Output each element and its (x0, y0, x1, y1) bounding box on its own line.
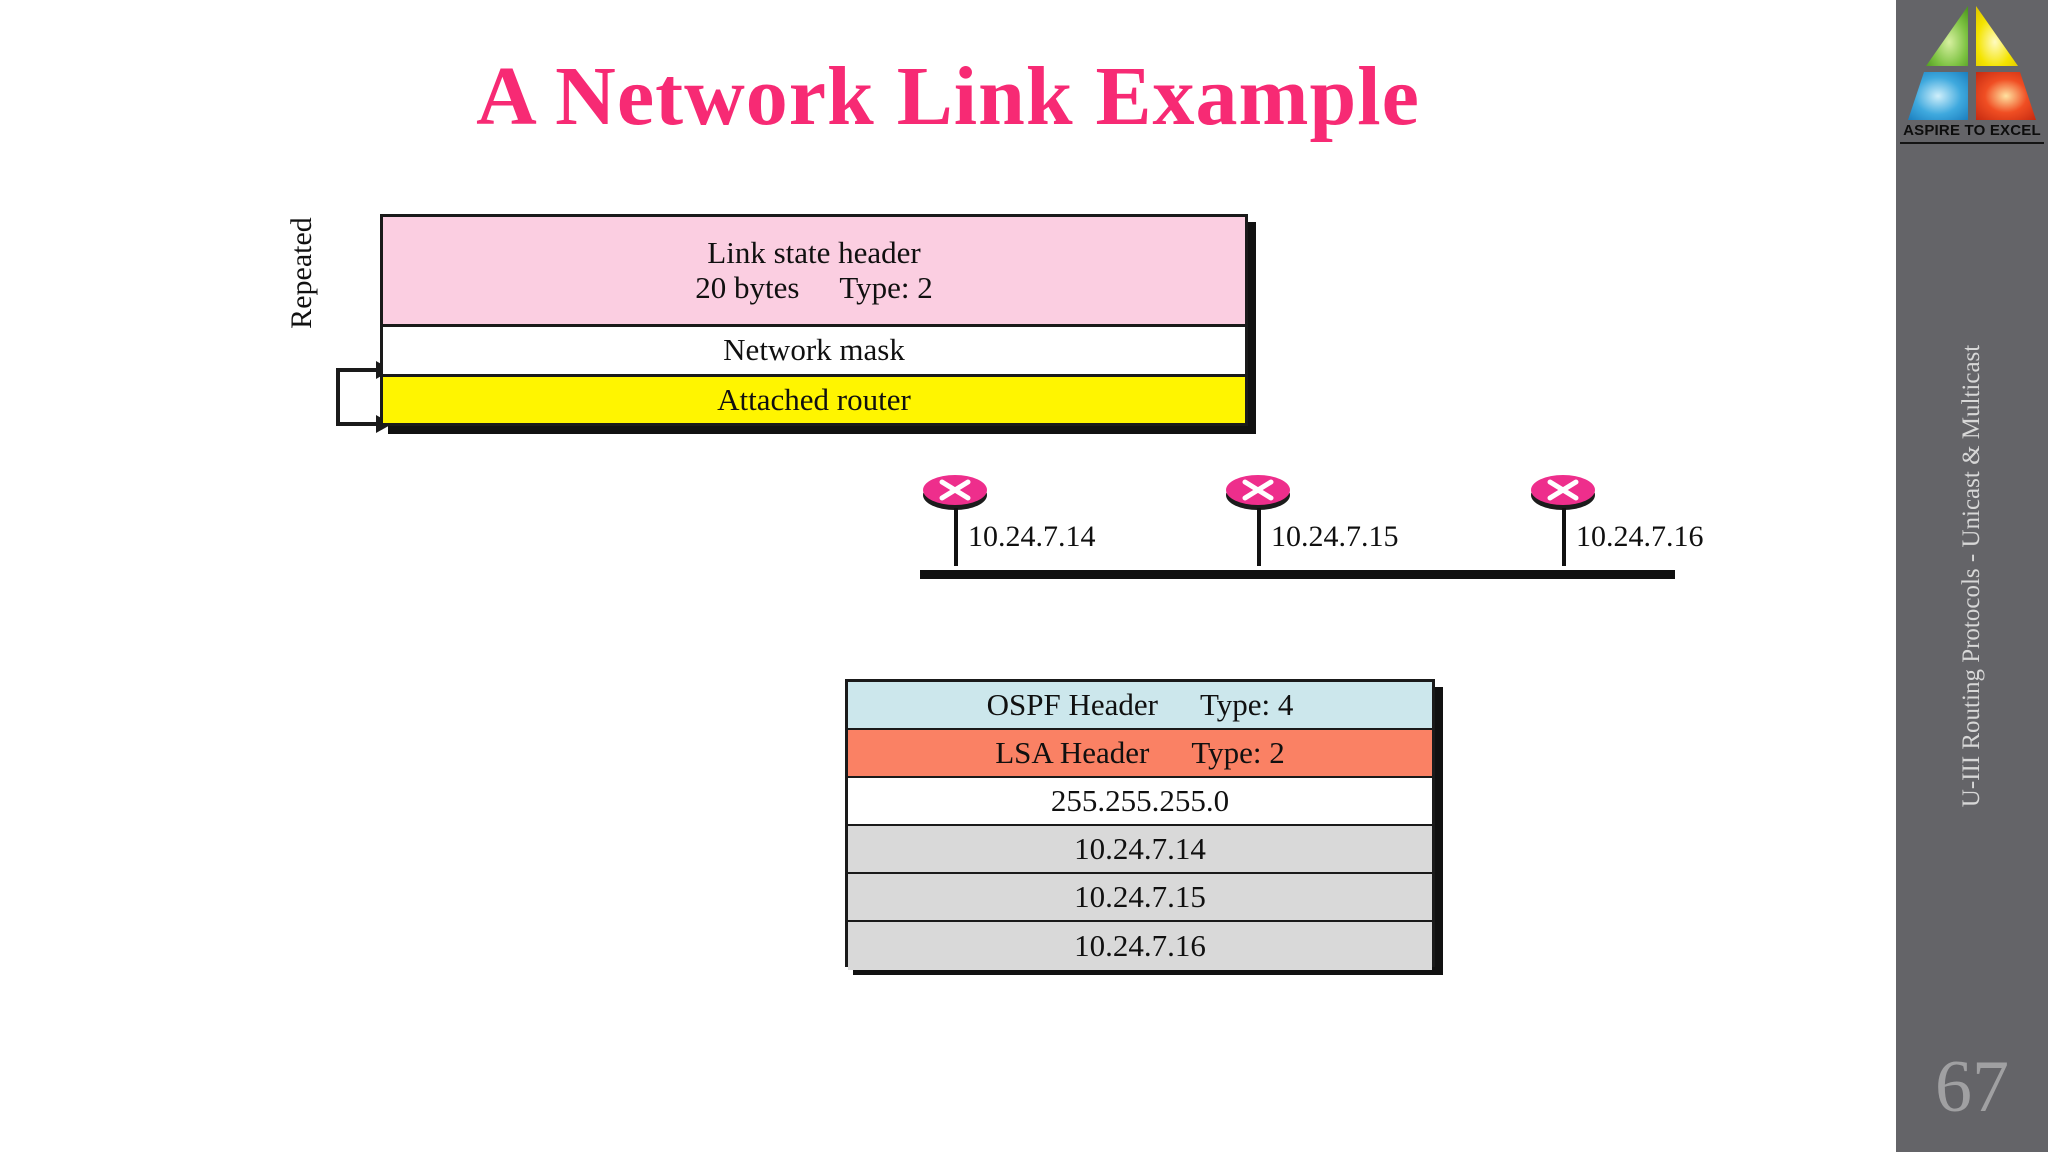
bracket-vertical-bar (336, 368, 340, 426)
router-stem (1257, 508, 1261, 566)
router-icon (923, 475, 987, 510)
ospf-packet-diagram: OSPF Header Type: 4 LSA Header Type: 2 2… (845, 679, 1443, 975)
ospf-row-ospf-header: OSPF Header Type: 4 (848, 682, 1432, 730)
network-link-lsa-diagram: Link state header 20 bytes Type: 2 Netwo… (380, 214, 1256, 434)
router-ip-label: 10.24.7.15 (1271, 520, 1399, 553)
attached-router-ip-1: 10.24.7.14 (1074, 831, 1206, 866)
lsa-link-state-header-sub: 20 bytes Type: 2 (695, 269, 933, 306)
network-topology: 10.24.7.14 10.24.7.15 10.24.7.16 (920, 472, 1720, 602)
slide-sidebar: ASPIRE TO EXCEL U-III Routing Protocols … (1896, 0, 2048, 1152)
repeated-label: Repeated (285, 217, 318, 329)
ospf-row-lsa-header: LSA Header Type: 2 (848, 730, 1432, 778)
network-bus-line (920, 570, 1675, 579)
lsa-row-attached-router: Attached router (383, 377, 1245, 423)
attached-router-ip-2: 10.24.7.15 (1074, 879, 1206, 914)
ospf-header-type: Type: 4 (1199, 687, 1294, 722)
router-icon (1226, 475, 1290, 510)
ospf-row-network-mask: 255.255.255.0 (848, 778, 1432, 826)
lsa-header-type: Type: 2 (1191, 735, 1285, 770)
router-ip-label: 10.24.7.16 (1576, 520, 1704, 553)
ospf-row-attached-router-2: 10.24.7.15 (848, 874, 1432, 922)
lsa-row-network-mask: Network mask (383, 327, 1245, 377)
attached-router-ip-3: 10.24.7.16 (1074, 928, 1206, 963)
lsa-header-label: LSA Header (995, 735, 1150, 770)
network-mask-value: 255.255.255.0 (1050, 783, 1230, 818)
sidebar-unit-title: U-III Routing Protocols - Unicast & Mult… (1958, 344, 1985, 808)
page-number: 67 (1935, 1046, 2009, 1128)
lsa-row-link-state-header: Link state header 20 bytes Type: 2 (383, 217, 1245, 327)
router-node-2: 10.24.7.15 (1223, 472, 1399, 566)
router-stem (1562, 508, 1566, 566)
ospf-row-attached-router-3: 10.24.7.16 (848, 922, 1432, 970)
bracket-bottom-bar (336, 422, 380, 426)
lsa-type-label: Type: 2 (839, 269, 933, 305)
lsa-link-state-header-title: Link state header (707, 234, 921, 270)
lsa-bytes-label: 20 bytes (695, 269, 800, 305)
ospf-row-attached-router-1: 10.24.7.14 (848, 826, 1432, 874)
lsa-diagram-body: Link state header 20 bytes Type: 2 Netwo… (380, 214, 1248, 426)
router-node-3: 10.24.7.16 (1528, 472, 1704, 566)
router-ip-label: 10.24.7.14 (968, 520, 1096, 553)
lsa-attached-router-label: Attached router (717, 381, 911, 417)
aspire-to-excel-logo-icon (1908, 6, 2036, 120)
page-title: A Network Link Example (476, 50, 1420, 143)
router-stem (954, 508, 958, 566)
ospf-header-label: OSPF Header (986, 687, 1158, 722)
bracket-top-bar (336, 368, 380, 372)
logo-caption: ASPIRE TO EXCEL (1903, 122, 2041, 139)
lsa-network-mask-label: Network mask (723, 332, 905, 368)
router-node-1: 10.24.7.14 (920, 472, 1096, 566)
ospf-table-body: OSPF Header Type: 4 LSA Header Type: 2 2… (845, 679, 1435, 970)
logo-underline (1900, 142, 2044, 144)
router-icon (1531, 475, 1595, 510)
